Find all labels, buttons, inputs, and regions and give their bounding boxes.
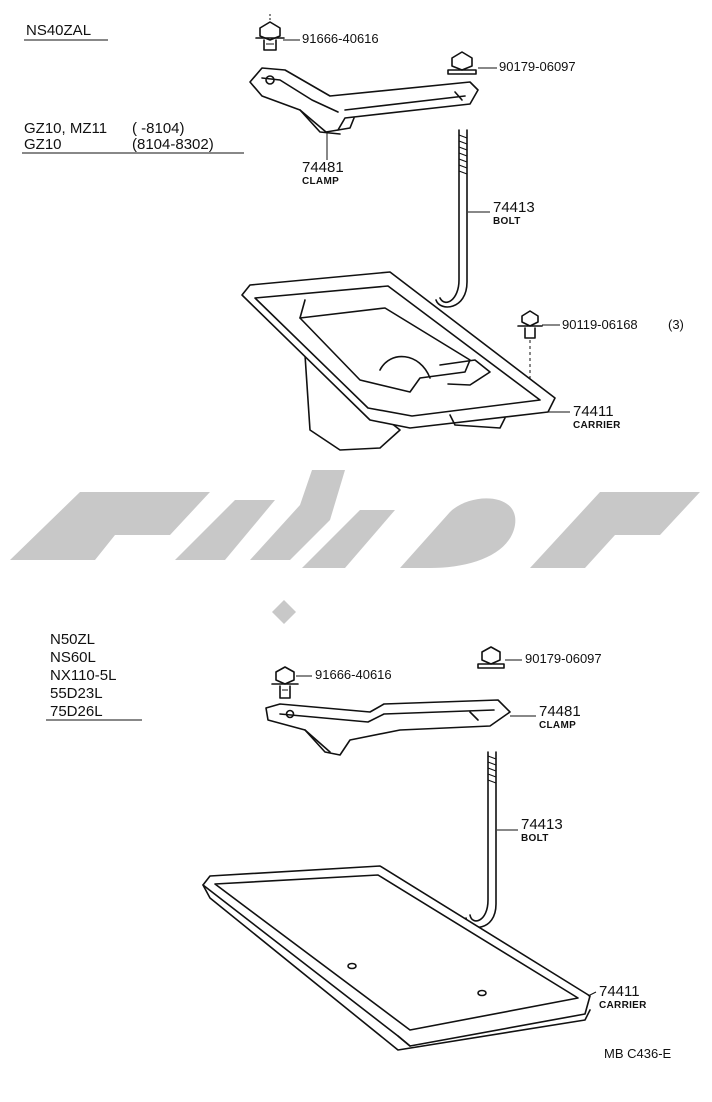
part-no-91666-40616-bottom: 91666-40616: [315, 667, 392, 682]
part-name-carrier-top: CARRIER: [573, 420, 621, 431]
battery-clamp-top: [249, 67, 479, 135]
flange-nut-icon: [447, 51, 477, 75]
part-no-90179-06097: 90179-06097: [499, 59, 576, 74]
battery-type-2: NS60L: [50, 649, 96, 666]
leader-74411-bottom: [587, 991, 597, 997]
battery-carrier-bottom: [202, 865, 591, 1051]
part-name-clamp-bottom: CLAMP: [539, 720, 576, 731]
flange-bolt-icon: [255, 14, 285, 51]
part-qty-90119-06168: (3): [668, 317, 684, 332]
part-no-74481-bottom: 74481: [539, 703, 581, 720]
part-name-bolt-top: BOLT: [493, 216, 521, 227]
applicability-model-2: GZ10: [24, 136, 62, 153]
part-no-74411-bottom: 74411: [599, 983, 640, 1000]
part-name-clamp-top: CLAMP: [302, 176, 339, 187]
part-no-74413-bottom: 74413: [521, 816, 563, 833]
applicability-range-1: ( -8104): [132, 120, 185, 137]
battery-type-3: NX110-5L: [50, 667, 116, 684]
part-no-74411-top: 74411: [573, 403, 614, 420]
part-name-carrier-bottom: CARRIER: [599, 1000, 647, 1011]
part-no-90119-06168: 90119-06168: [562, 317, 638, 332]
flange-nut-icon: [477, 646, 505, 669]
battery-carrier-top: [241, 271, 556, 451]
engine-label: NS40ZAL: [26, 22, 91, 39]
applicability-model-1: GZ10, MZ11: [24, 120, 107, 137]
battery-clamp-bottom: [265, 699, 511, 756]
j-bolt-top: [435, 129, 468, 308]
applicability-range-2: (8104-8302): [132, 136, 214, 153]
battery-type-1: N50ZL: [50, 631, 95, 648]
drawing-code: MB C436-E: [604, 1046, 672, 1061]
part-no-91666-40616: 91666-40616: [302, 31, 379, 46]
part-no-74481-top: 74481: [302, 159, 344, 176]
battery-type-5: 75D26L: [50, 703, 103, 720]
part-name-bolt-bottom: BOLT: [521, 833, 549, 844]
part-no-90179-06097-bottom: 90179-06097: [525, 651, 602, 666]
part-no-74413-top: 74413: [493, 199, 535, 216]
carrier-bolt-icon: [517, 310, 543, 395]
j-bolt-bottom: [465, 751, 497, 928]
watermark-logo: [10, 470, 700, 624]
battery-type-4: 55D23L: [50, 685, 103, 702]
flange-bolt-icon: [271, 666, 299, 699]
